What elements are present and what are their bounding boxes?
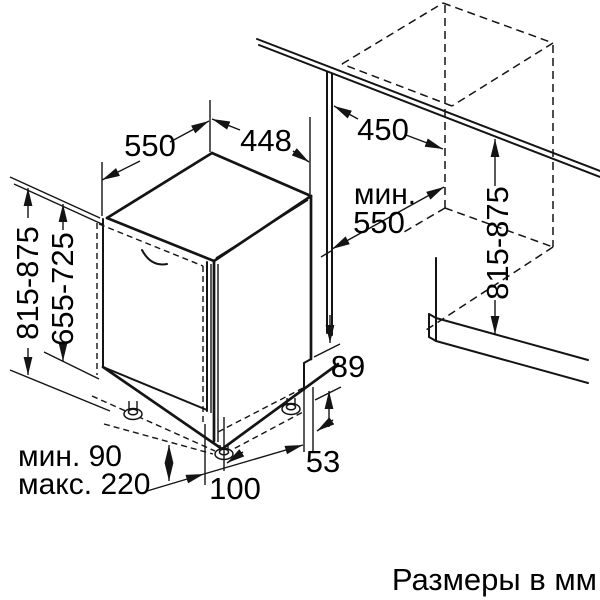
dim-label-niche-height: 815-875 (480, 186, 515, 300)
units-caption: Размеры в мм (392, 562, 597, 597)
foot-left (123, 401, 143, 421)
foot-right (281, 398, 301, 416)
dim-label-rear-89: 89 (331, 349, 365, 384)
dim-label-width-550: 550 (124, 128, 176, 163)
dimension-arrows (23, 105, 500, 492)
dim-label-door-height: 655-725 (45, 232, 80, 346)
dim-label-min-550: 550 (353, 205, 405, 240)
dim-label-plinth-min: мин. 90 (18, 440, 122, 473)
dim-label-plinth-max: макс. 220 (18, 468, 151, 501)
dim-label-appliance-height: 815-875 (10, 226, 45, 340)
cabinet-plinth (428, 257, 589, 384)
niche-dashed-box (341, 2, 554, 333)
dim-label-foot-100: 100 (209, 471, 261, 506)
dim-label-min-prefix: мин. (354, 178, 416, 211)
dim-label-rear-53: 53 (306, 444, 340, 479)
dishwasher-body (91, 151, 340, 455)
dim-label-niche-450: 450 (357, 112, 409, 147)
worktop (256, 38, 600, 178)
door-handle (141, 249, 168, 266)
dim-label-depth-448: 448 (240, 123, 292, 158)
side-wall-panel (320, 71, 333, 336)
